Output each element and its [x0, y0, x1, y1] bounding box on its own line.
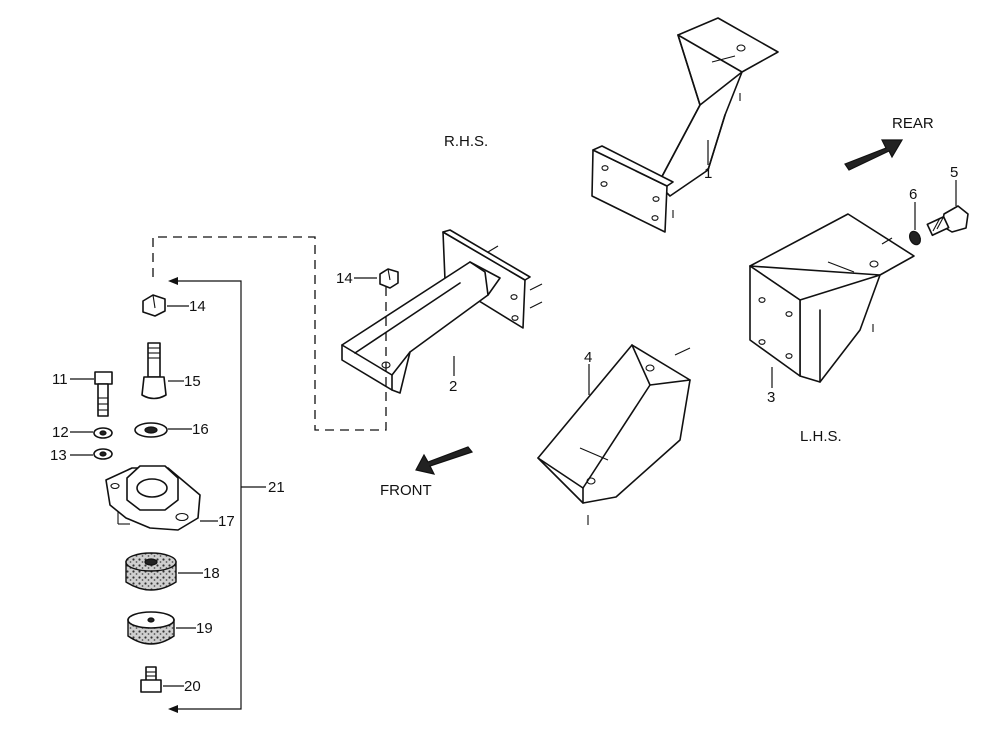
part-number-2: 2	[449, 378, 457, 395]
part-number-17: 17	[218, 513, 235, 530]
part-number-13: 13	[50, 447, 67, 464]
part-number-21: 21	[268, 479, 285, 496]
rubber-pad-part-18	[125, 552, 177, 591]
mount-base-part-17	[105, 465, 201, 531]
dashed-connector	[152, 236, 387, 431]
lhs-label: L.H.S.	[800, 428, 842, 445]
washer-part-6	[908, 230, 922, 246]
bracket-part-3	[749, 213, 915, 383]
bracket-part-4	[537, 344, 691, 525]
nut-part-14	[142, 294, 166, 317]
bracket-part-1	[591, 17, 779, 233]
part-number-12: 12	[52, 424, 69, 441]
lockwasher-part-13	[93, 448, 113, 460]
bracket-part-2	[341, 229, 543, 394]
rear-label: REAR	[892, 115, 934, 132]
arrow-up-right-icon	[844, 139, 904, 171]
part-number-11: 11	[52, 371, 68, 388]
part-number-16: 16	[192, 421, 209, 438]
part-number-18: 18	[203, 565, 220, 582]
pad-part-19	[127, 611, 175, 645]
part-number-15: 15	[184, 373, 201, 390]
part-number-1: 1	[704, 165, 712, 182]
part-number-4: 4	[584, 349, 592, 366]
bolt-part-11	[94, 371, 113, 417]
part-number-20: 20	[184, 678, 201, 695]
part-number-5: 5	[950, 164, 958, 181]
stud-part-15	[141, 342, 167, 400]
washer-part-12	[93, 427, 113, 439]
arrow-down-left-icon	[415, 446, 474, 475]
part-number-3: 3	[767, 389, 775, 406]
part-number-14: 14	[189, 298, 206, 315]
rhs-label: R.H.S.	[444, 133, 488, 150]
bolt-part-5	[926, 205, 969, 237]
part-number-19: 19	[196, 620, 213, 637]
nut-part-14-rhs	[379, 268, 399, 289]
washer-part-16	[134, 422, 168, 438]
front-label: FRONT	[380, 482, 432, 499]
screw-part-20	[140, 666, 162, 693]
part-number-14-rhs: 14	[336, 270, 353, 287]
assembly-bracket-21	[168, 277, 266, 713]
part-number-6: 6	[909, 186, 917, 203]
